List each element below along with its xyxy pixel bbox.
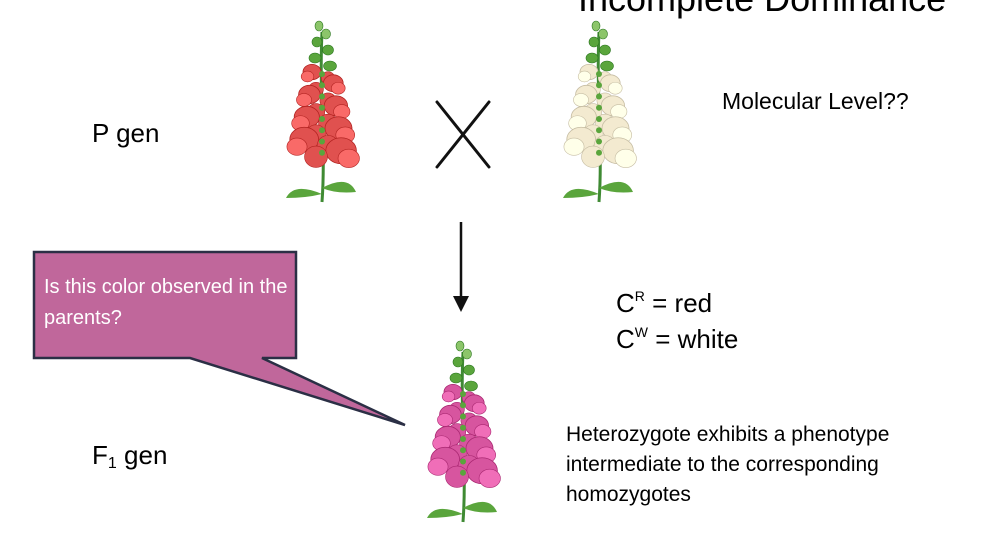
cross-icon bbox=[435, 100, 491, 169]
slide-title: Incomplete Dominance bbox=[578, 0, 946, 20]
allele-white-key: CW = white bbox=[616, 324, 739, 354]
red-snapdragon-icon bbox=[286, 20, 360, 203]
callout-text: Is this color observed in the parents? bbox=[44, 276, 288, 329]
callout-bubble bbox=[32, 250, 406, 427]
arrow-down-icon bbox=[453, 222, 469, 312]
molecular-level-question: Molecular Level?? bbox=[722, 88, 909, 114]
allele-red-key: CR = red bbox=[616, 288, 713, 318]
p-generation-label: P gen bbox=[92, 118, 160, 148]
pink-snapdragon-icon bbox=[427, 340, 501, 523]
white-snapdragon-icon bbox=[563, 20, 637, 203]
heterozygote-description: Heterozygote exhibits a phenotype interm… bbox=[566, 423, 890, 506]
f1-generation-label: F1 gen bbox=[92, 440, 168, 472]
